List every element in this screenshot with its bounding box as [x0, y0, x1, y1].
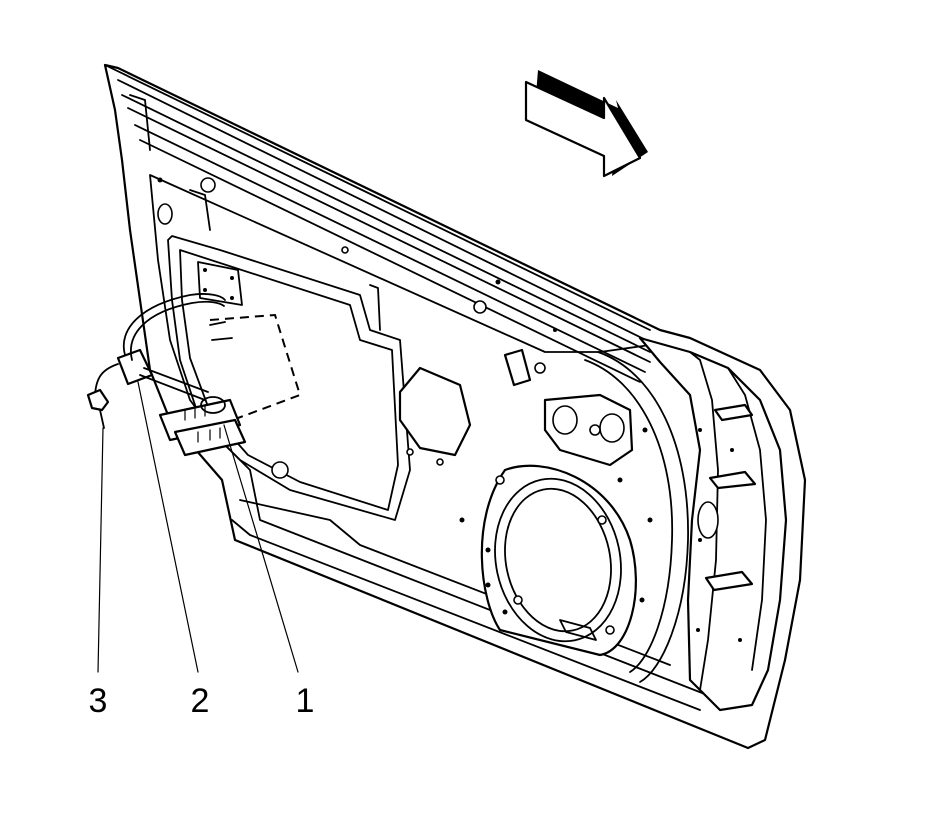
- harness-clip: [86, 388, 110, 429]
- curved-rib: [584, 351, 689, 683]
- leader-lines: [97, 381, 299, 673]
- callout-3: 3: [89, 682, 108, 720]
- access-plate: [398, 366, 472, 466]
- switch-bracket: [197, 261, 302, 419]
- latch-cutout: [543, 393, 634, 467]
- switch-assembly: [158, 396, 247, 457]
- speaker-mount-ring: [480, 464, 637, 657]
- forward-direction-arrow-icon: [524, 70, 648, 178]
- callout-2: 2: [191, 682, 210, 720]
- callout-labels: 3 2 1: [89, 682, 315, 720]
- fastener-holes: [157, 177, 742, 642]
- hinge-flange: [638, 336, 788, 712]
- callout-1: 1: [296, 682, 315, 720]
- small-slot: [503, 348, 546, 387]
- electrical-connector: [116, 348, 209, 401]
